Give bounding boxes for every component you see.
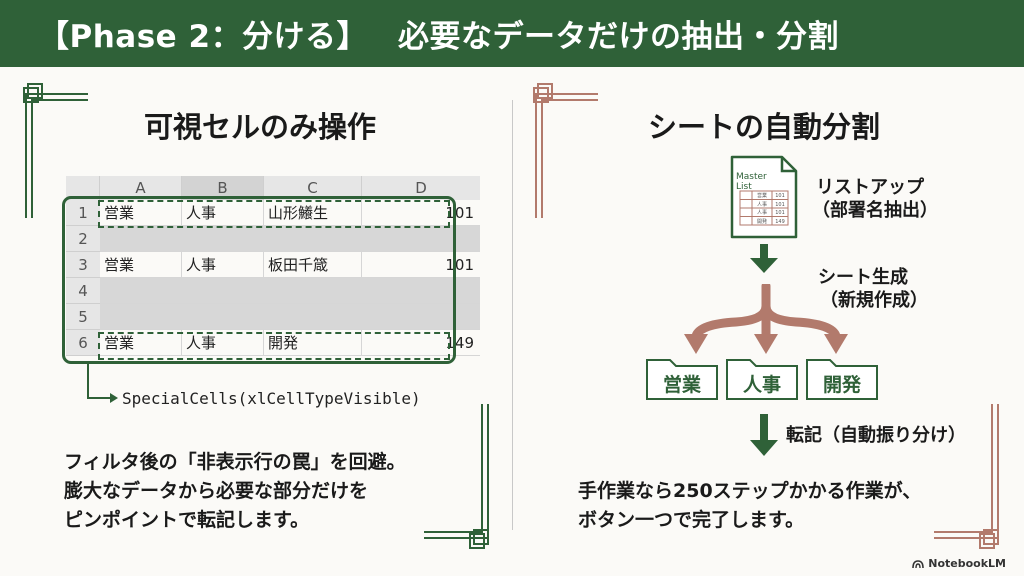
- step-listup-line-2: （部署名抽出）: [812, 200, 938, 221]
- doc-num-0: 101: [775, 193, 785, 199]
- folder-label-sales: 営業: [662, 374, 701, 396]
- cell-c1: 山形鱶生: [264, 200, 362, 226]
- page-title: 必要なデータだけの抽出・分割: [398, 19, 840, 55]
- header-bar: 【Phase 2：分ける】 必要なデータだけの抽出・分割: [0, 0, 1024, 67]
- doc-num-1: 101: [775, 201, 785, 208]
- column-divider: [512, 100, 513, 530]
- arrow-down-icon: [750, 414, 778, 456]
- visible-cells-frame: [62, 196, 456, 364]
- right-section-title: シートの自動分割: [647, 110, 880, 144]
- cell-a1: 営業: [100, 200, 182, 226]
- row-header-6: 6: [66, 330, 100, 356]
- master-list-document-shape: [730, 155, 798, 239]
- cell-b1: 人事: [182, 200, 264, 226]
- selection-dash-row-1: [98, 200, 450, 228]
- step-listup-label: リストアップ （部署名抽出）: [812, 176, 938, 222]
- arrow-down-icon: [750, 244, 778, 273]
- folder-label-dev: 開発: [822, 374, 861, 396]
- folder-label-hr: 人事: [742, 374, 781, 396]
- notebooklm-logo-icon: [912, 559, 925, 568]
- brand-label: NotebookLM: [928, 557, 1006, 570]
- cell-a3: 営業: [100, 252, 182, 278]
- cell-b6: 人事: [182, 330, 264, 356]
- selection-dash-row-6: [98, 332, 450, 360]
- doc-row-3: 開発: [756, 218, 767, 225]
- left-section-title: 可視セルのみ操作: [143, 110, 376, 144]
- doc-row-2: 人事: [756, 210, 767, 216]
- left-description-line-2: 膨大なデータから必要な部分だけを: [64, 480, 369, 502]
- step-transfer-label: 転記（自動振り分け）: [786, 425, 966, 446]
- step-sheet-line-2: （新規作成）: [820, 290, 928, 311]
- document-nums: 101 101 101 149: [772, 192, 788, 226]
- row-header-5: 5: [66, 304, 100, 330]
- row-header-2: 2: [66, 226, 100, 252]
- left-description: フィルタ後の「非表示行の罠」を回避。 膨大なデータから必要な部分だけを ピンポイ…: [64, 448, 406, 535]
- cell-a6: 営業: [100, 330, 182, 356]
- table-row: 営業 人事 板田千箴 101: [100, 252, 480, 278]
- row-header-1: 1: [66, 200, 100, 226]
- code-snippet: SpecialCells(xlCellTypeVisible): [122, 389, 421, 408]
- corner-ornament-bottom-left-section: [424, 404, 489, 549]
- brand-watermark: NotebookLM: [912, 557, 1006, 570]
- row-header-4: 4: [66, 278, 100, 304]
- cell-d6: 149: [445, 334, 474, 352]
- cell-c3: 板田千箴: [264, 252, 362, 278]
- folder-icon: [646, 359, 718, 400]
- table-row-hidden: [100, 304, 480, 330]
- folder-icon: [806, 359, 878, 400]
- document-rows: 営業 人事 人事 開発: [752, 192, 772, 226]
- cell-d1: 101: [445, 204, 474, 222]
- code-pointer-arrow: [87, 364, 118, 403]
- doc-row-0: 営業: [756, 193, 767, 199]
- right-description-line-1: 手作業なら250ステップかかる作業が、: [578, 480, 922, 502]
- left-description-line-3: ピンポイントで転記します。: [64, 509, 310, 531]
- folder-icon: [726, 359, 798, 400]
- table-row-hidden: [100, 226, 480, 252]
- branch-arrows-icon: [684, 284, 848, 354]
- step-listup-line-1: リストアップ: [816, 177, 924, 198]
- corner-ornament-top-left: [23, 83, 88, 218]
- corner-ornament-top-right-section: [533, 83, 598, 218]
- step-sheet-line-1: シート生成: [818, 267, 908, 288]
- cell-c6: 開発: [264, 330, 362, 356]
- step-sheet-label: シート生成 （新規作成）: [818, 266, 928, 312]
- cell-b3: 人事: [182, 252, 264, 278]
- document-label: Master List: [736, 172, 767, 192]
- table-row: 営業 人事 開発 149: [100, 330, 480, 356]
- row-header-3: 3: [66, 252, 100, 278]
- doc-row-1: 人事: [756, 201, 767, 208]
- right-description-line-2: ボタン一つで完了します。: [578, 509, 805, 531]
- doc-num-2: 101: [775, 210, 785, 216]
- table-row-hidden: [100, 278, 480, 304]
- right-description: 手作業なら250ステップかかる作業が、 ボタン一つで完了します。: [578, 477, 921, 535]
- table-row: 営業 人事 山形鱶生 101: [100, 200, 480, 226]
- left-description-line-1: フィルタ後の「非表示行の罠」を回避。: [64, 451, 406, 473]
- doc-num-3: 149: [775, 218, 785, 225]
- cell-d3: 101: [445, 256, 474, 274]
- corner-ornament-bottom-right: [934, 404, 999, 549]
- phase-label: 【Phase 2：分ける】: [38, 19, 369, 55]
